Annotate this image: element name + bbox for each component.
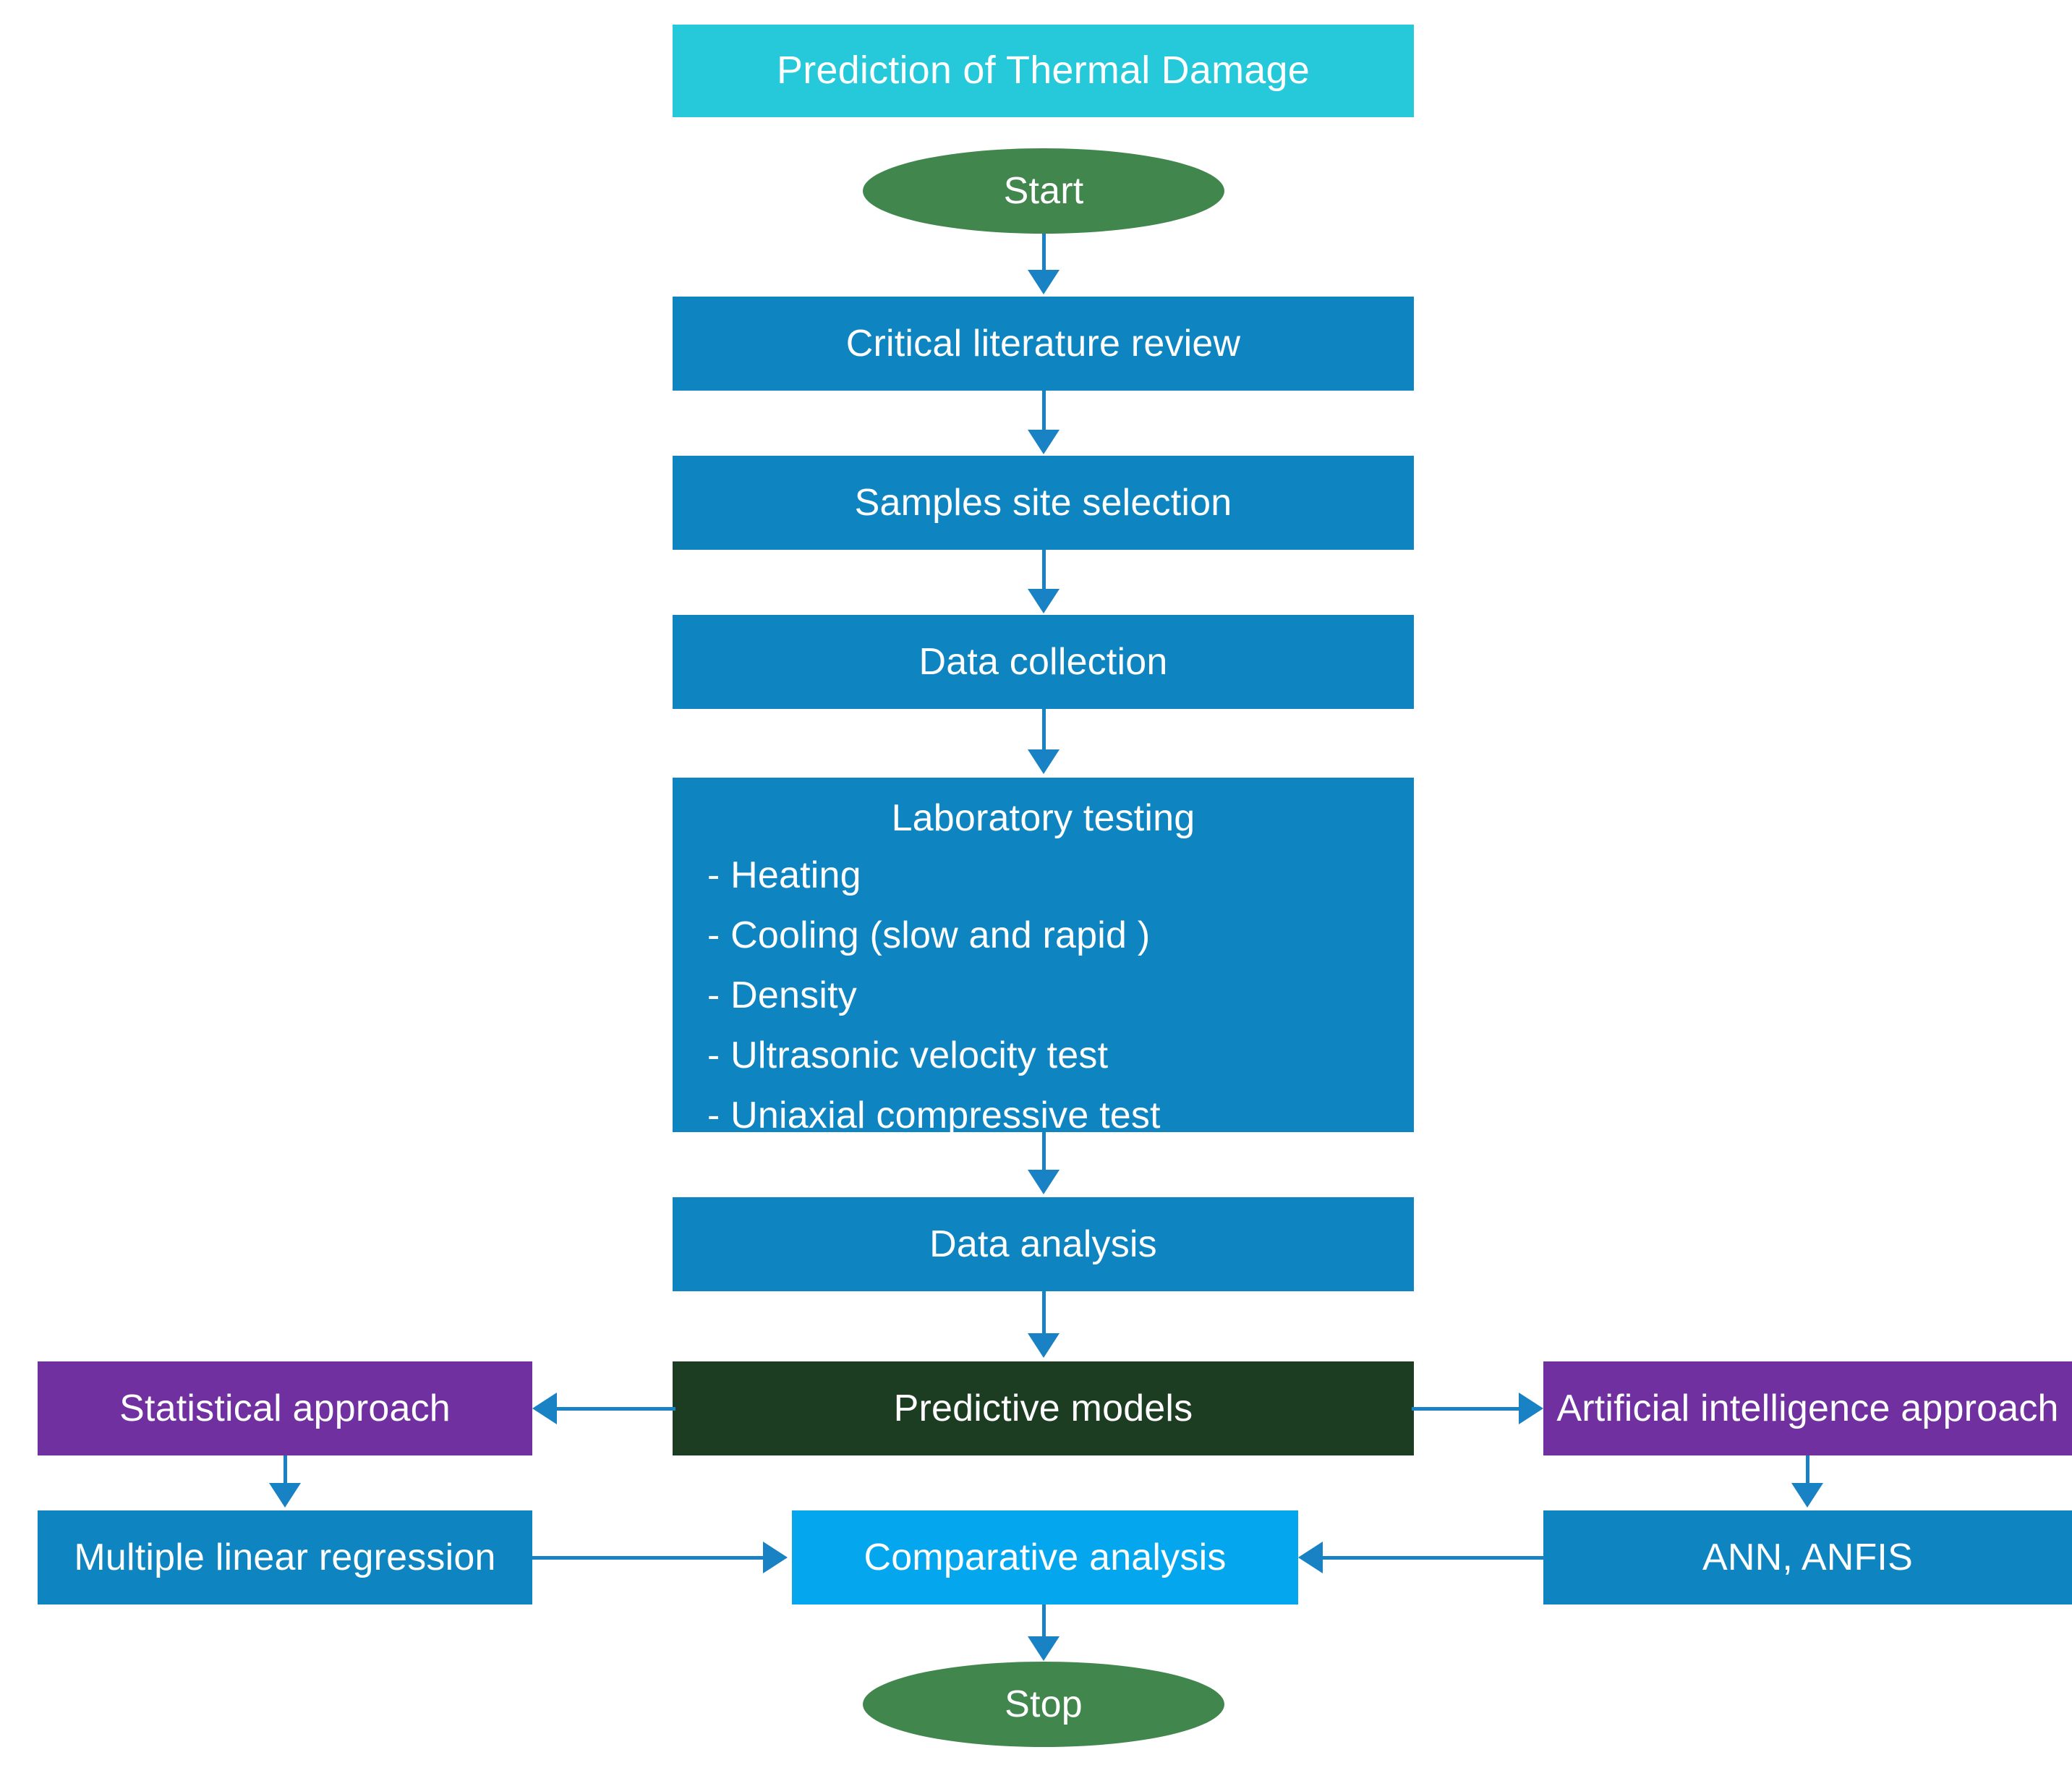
process-data-collection-label: Data collection	[918, 640, 1168, 683]
laboratory-testing-list: - Heating - Cooling (slow and rapid ) - …	[673, 852, 1161, 1152]
approach-artificial-intelligence: Artificial intelligence approach	[1543, 1361, 2072, 1455]
stop-terminal: Stop	[863, 1662, 1224, 1747]
decision-predictive-models-label: Predictive models	[893, 1387, 1193, 1429]
process-data-collection: Data collection	[673, 615, 1414, 709]
decision-predictive-models: Predictive models	[673, 1361, 1414, 1455]
process-laboratory-testing: Laboratory testing - Heating - Cooling (…	[673, 778, 1414, 1136]
laboratory-testing-item: - Ultrasonic velocity test	[707, 1034, 1109, 1076]
start-terminal: Start	[863, 148, 1224, 234]
connector-predictive-to-statistical	[557, 1407, 675, 1411]
process-multiple-linear-regression: Multiple linear regression	[38, 1510, 532, 1604]
process-literature-review-label: Critical literature review	[845, 322, 1241, 365]
approach-statistical-label: Statistical approach	[119, 1387, 451, 1429]
arrowhead-comparative-to-stop	[1028, 1636, 1060, 1661]
arrowhead-analysis-to-predictive	[1028, 1333, 1060, 1358]
process-multiple-linear-regression-label: Multiple linear regression	[74, 1536, 496, 1578]
laboratory-testing-item: - Heating	[707, 854, 861, 896]
laboratory-testing-item: - Cooling (slow and rapid )	[707, 914, 1151, 956]
arrowhead-literature-to-sample	[1028, 430, 1060, 454]
connector-start-to-literature	[1042, 234, 1046, 271]
process-sample-site-selection: Samples site selection	[673, 456, 1414, 550]
arrowhead-lab-to-analysis	[1028, 1170, 1060, 1194]
process-comparative-analysis: Comparative analysis	[792, 1510, 1298, 1604]
approach-statistical: Statistical approach	[38, 1361, 532, 1455]
process-data-analysis-label: Data analysis	[929, 1223, 1157, 1265]
process-sample-site-selection-label: Samples site selection	[854, 481, 1232, 524]
arrowhead-predictive-to-ai	[1519, 1393, 1543, 1424]
process-ann-anfis-label: ANN, ANFIS	[1702, 1536, 1913, 1578]
arrowhead-ann-to-comparative	[1298, 1542, 1323, 1573]
connector-analysis-to-predictive	[1042, 1291, 1046, 1336]
stop-terminal-label: Stop	[1005, 1683, 1083, 1725]
connector-mlr-to-comparative	[532, 1556, 764, 1560]
title-banner: Prediction of Thermal Damage	[673, 25, 1414, 117]
process-comparative-analysis-label: Comparative analysis	[864, 1536, 1227, 1578]
connector-comparative-to-stop	[1042, 1604, 1046, 1639]
connector-collection-to-lab	[1042, 709, 1046, 752]
approach-artificial-intelligence-label: Artificial intelligence approach	[1556, 1387, 2059, 1429]
laboratory-testing-item: - Uniaxial compressive test	[707, 1094, 1161, 1136]
arrowhead-collection-to-lab	[1028, 749, 1060, 774]
arrowhead-ai-to-ann	[1791, 1483, 1823, 1508]
start-terminal-label: Start	[1003, 169, 1084, 212]
connector-lab-to-analysis	[1042, 1132, 1046, 1173]
connector-literature-to-sample	[1042, 391, 1046, 433]
process-data-analysis: Data analysis	[673, 1197, 1414, 1291]
process-ann-anfis: ANN, ANFIS	[1543, 1510, 2072, 1604]
connector-ai-to-ann	[1806, 1455, 1809, 1486]
arrowhead-predictive-to-statistical	[532, 1393, 557, 1424]
process-literature-review: Critical literature review	[673, 297, 1414, 391]
arrowhead-statistical-to-mlr	[269, 1483, 301, 1508]
arrowhead-start-to-literature	[1028, 270, 1060, 294]
arrowhead-sample-to-collection	[1028, 589, 1060, 613]
laboratory-testing-title: Laboratory testing	[891, 797, 1195, 839]
arrowhead-mlr-to-comparative	[763, 1542, 788, 1573]
title-banner-label: Prediction of Thermal Damage	[777, 48, 1310, 93]
connector-ann-to-comparative	[1321, 1556, 1546, 1560]
connector-statistical-to-mlr	[283, 1455, 287, 1486]
connector-sample-to-collection	[1042, 550, 1046, 592]
laboratory-testing-item: - Density	[707, 974, 857, 1016]
connector-predictive-to-ai	[1412, 1407, 1519, 1411]
